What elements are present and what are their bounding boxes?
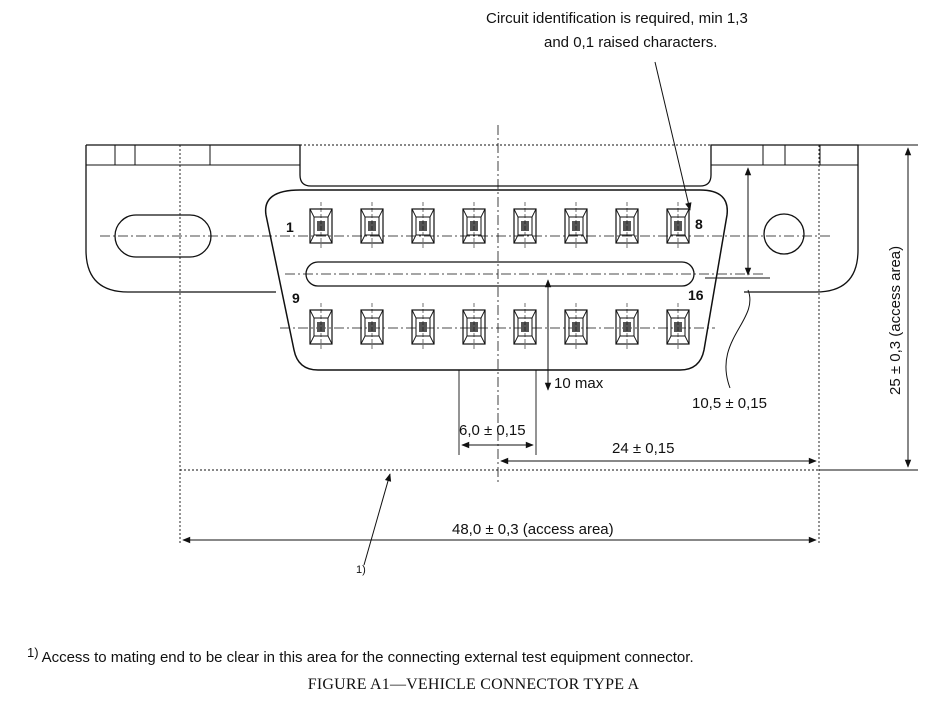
forty-eight-label: 48,0 ± 0,3 (access area) (452, 521, 614, 538)
note-line-1: Circuit identification is required, min … (486, 10, 748, 27)
ten-max-label: 10 max (554, 375, 604, 392)
pin-cavity-top-8 (666, 202, 690, 250)
ten-five-leader (725, 289, 751, 389)
note-line-2: and 0,1 raised characters. (544, 34, 717, 51)
pin-cavity-bottom-15 (615, 303, 639, 351)
pin-row-top (309, 202, 690, 250)
pin-row-bottom (309, 303, 690, 351)
pin-cavity-top-5 (513, 202, 537, 250)
pin-label-9: 9 (292, 290, 300, 306)
pin-cavity-bottom-10 (360, 303, 384, 351)
right-mounting-hole (763, 213, 805, 255)
note-leader (654, 61, 692, 211)
pin-cavity-top-4 (462, 202, 486, 250)
pin-label-16: 16 (688, 287, 704, 303)
pin-label-8: 8 (695, 216, 703, 232)
figure-caption: FIGURE A1—VEHICLE CONNECTOR TYPE A (307, 676, 640, 693)
receptacle-outline (264, 189, 728, 371)
twenty-four-label: 24 ± 0,15 (612, 440, 674, 457)
flange-tab-left (114, 145, 211, 165)
pin-cavity-bottom-16 (666, 303, 690, 351)
flange-tab-right (762, 145, 821, 165)
pin-cavity-top-3 (411, 202, 435, 250)
ten-five-label: 10,5 ± 0,15 (692, 395, 767, 412)
pin-cavity-bottom-14 (564, 303, 588, 351)
connector-flange-outline (85, 144, 859, 293)
pin-cavity-top-1 (309, 202, 333, 250)
pin-cavity-top-6 (564, 202, 588, 250)
pin-cavity-bottom-11 (411, 303, 435, 351)
pin-cavity-top-7 (615, 202, 639, 250)
twenty-five-label: 25 ± 0,3 (access area) (887, 246, 904, 395)
pin-cavity-top-2 (360, 202, 384, 250)
footnote-text: Access to mating end to be clear in this… (41, 649, 694, 666)
pin-cavity-bottom-13 (513, 303, 537, 351)
ref-marker: 1) (356, 564, 366, 576)
six-label: 6,0 ± 0,15 (459, 422, 526, 439)
pin-cavity-bottom-12 (462, 303, 486, 351)
pin-cavity-bottom-9 (309, 303, 333, 351)
footnote: 1)Access to mating end to be clear in th… (27, 645, 927, 666)
pin-label-1: 1 (286, 219, 294, 235)
footnote-marker: 1) (27, 645, 39, 660)
ref-leader (363, 473, 392, 566)
